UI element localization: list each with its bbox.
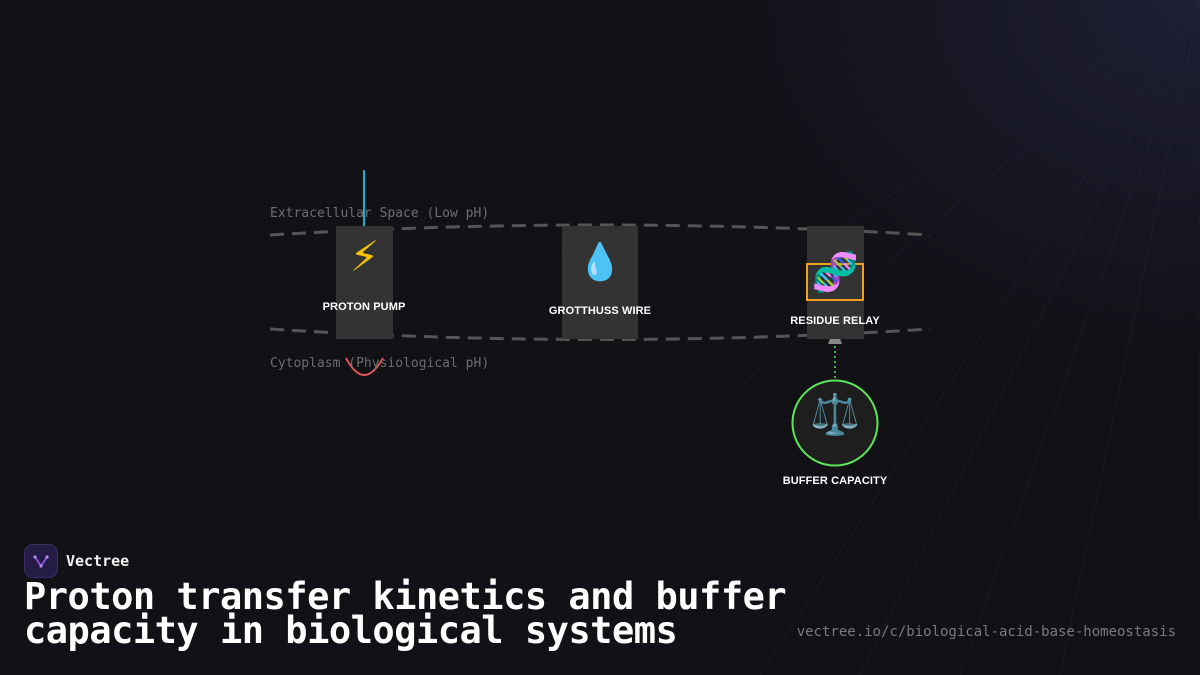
- proton-recycle-arc: [345, 357, 384, 376]
- residue-relay-label: RESIDUE RELAY: [790, 315, 880, 327]
- lightning-icon: ⚡: [349, 232, 380, 281]
- page-title: Proton transfer kinetics and buffer capa…: [24, 575, 787, 652]
- brand: Vectree: [24, 544, 129, 578]
- cytoplasm-label: Cytoplasm (Physiological pH): [270, 356, 490, 371]
- droplet-icon: 💧: [577, 242, 623, 283]
- grotthuss-wire-label: GROTTHUSS WIRE: [548, 305, 652, 317]
- buffer-capacity-label: BUFFER CAPACITY: [782, 475, 888, 487]
- source-url: vectree.io/c/biological-acid-base-homeos…: [796, 624, 1176, 640]
- proton-pump-node: [336, 226, 393, 339]
- vectree-logo-icon: [24, 544, 58, 578]
- buffer-capacity-ring: [791, 379, 879, 467]
- brand-name: Vectree: [66, 552, 130, 570]
- grotthuss-wire-node: [562, 226, 638, 339]
- balance-scale-icon: ⚖️: [810, 392, 860, 438]
- residue-relay-node: [807, 226, 864, 339]
- extracellular-space-label: Extracellular Space (Low pH): [270, 206, 490, 221]
- residue-relay-highlight: [806, 263, 864, 301]
- proton-pump-label: PROTON PUMP: [322, 301, 406, 313]
- dna-icon: 🧬: [811, 250, 860, 294]
